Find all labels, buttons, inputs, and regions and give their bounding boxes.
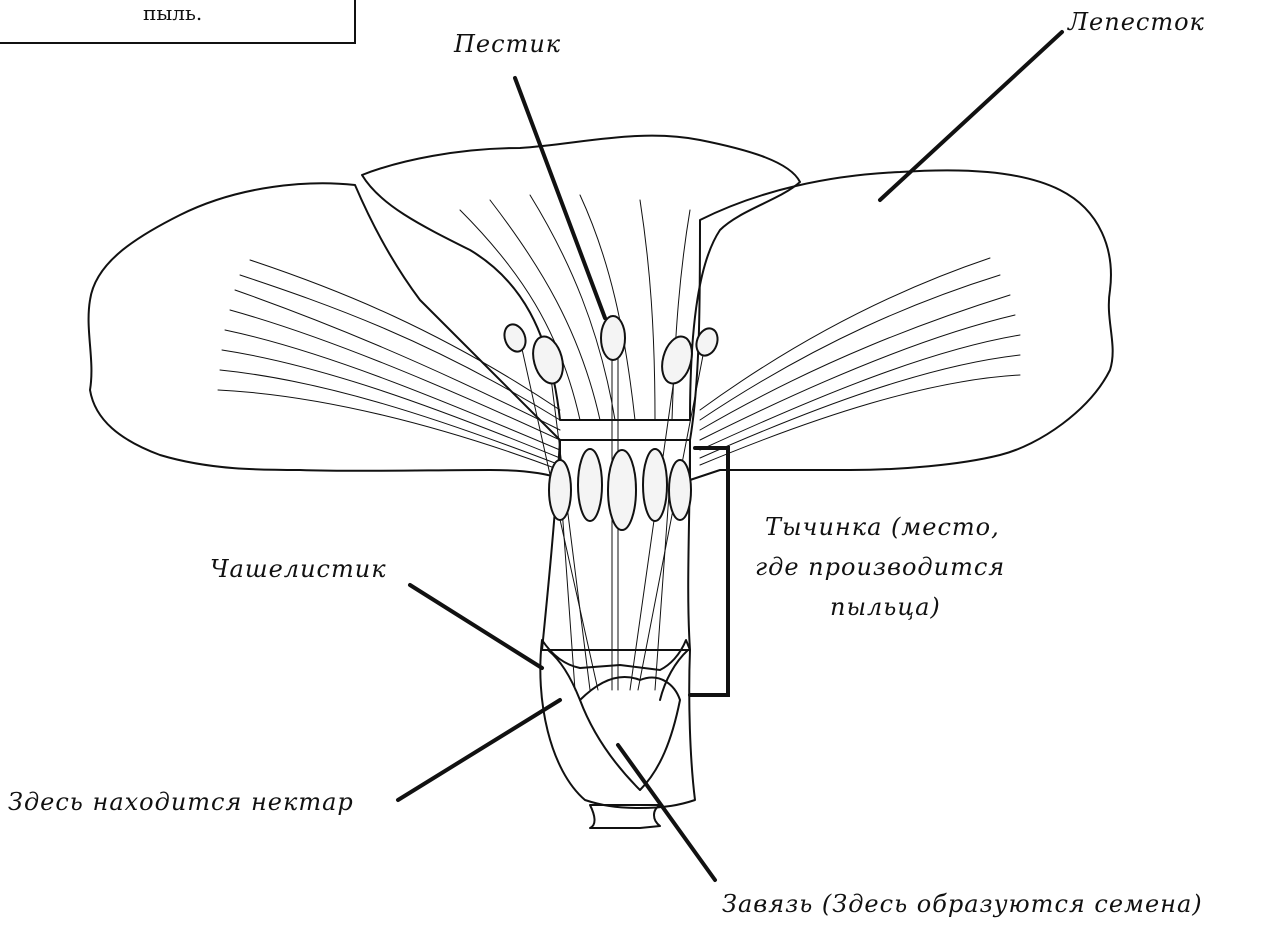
- ovary-shape: [580, 677, 680, 790]
- stamen-bracket: [690, 448, 728, 695]
- petal-left: [89, 183, 560, 480]
- label-sepal: Чашелистик: [210, 555, 387, 583]
- leader-ovary: [618, 745, 715, 880]
- petal-veins-center: [460, 195, 690, 420]
- anthers-top: [501, 316, 721, 387]
- label-stamen-line2: где производится: [755, 553, 1005, 581]
- note-box: пыль.: [0, 0, 355, 43]
- petal-veins-right: [700, 258, 1020, 465]
- leader-nectar: [398, 700, 560, 800]
- label-pistil: Пестик: [453, 30, 561, 58]
- note-box-text: пыль.: [143, 1, 202, 25]
- label-stamen-line1: Тычинка (место,: [765, 513, 1000, 541]
- leader-sepal: [410, 585, 542, 668]
- leader-lines: [398, 32, 1062, 880]
- labels: Пестик Лепесток Тычинка (место, где прои…: [8, 8, 1205, 918]
- label-ovary: Завязь (Здесь образуются семена): [722, 890, 1203, 918]
- leader-pistil: [515, 78, 605, 318]
- label-petal: Лепесток: [1067, 8, 1205, 36]
- petal-veins-left: [218, 260, 560, 470]
- flower-illustration: [89, 136, 1113, 828]
- label-nectar: Здесь находится нектар: [8, 788, 354, 816]
- label-stamen-line3: пыльца): [830, 593, 941, 621]
- petal-right: [690, 170, 1113, 480]
- anthers-lower: [549, 449, 691, 530]
- leader-petal: [880, 32, 1062, 200]
- petal-center: [362, 136, 800, 420]
